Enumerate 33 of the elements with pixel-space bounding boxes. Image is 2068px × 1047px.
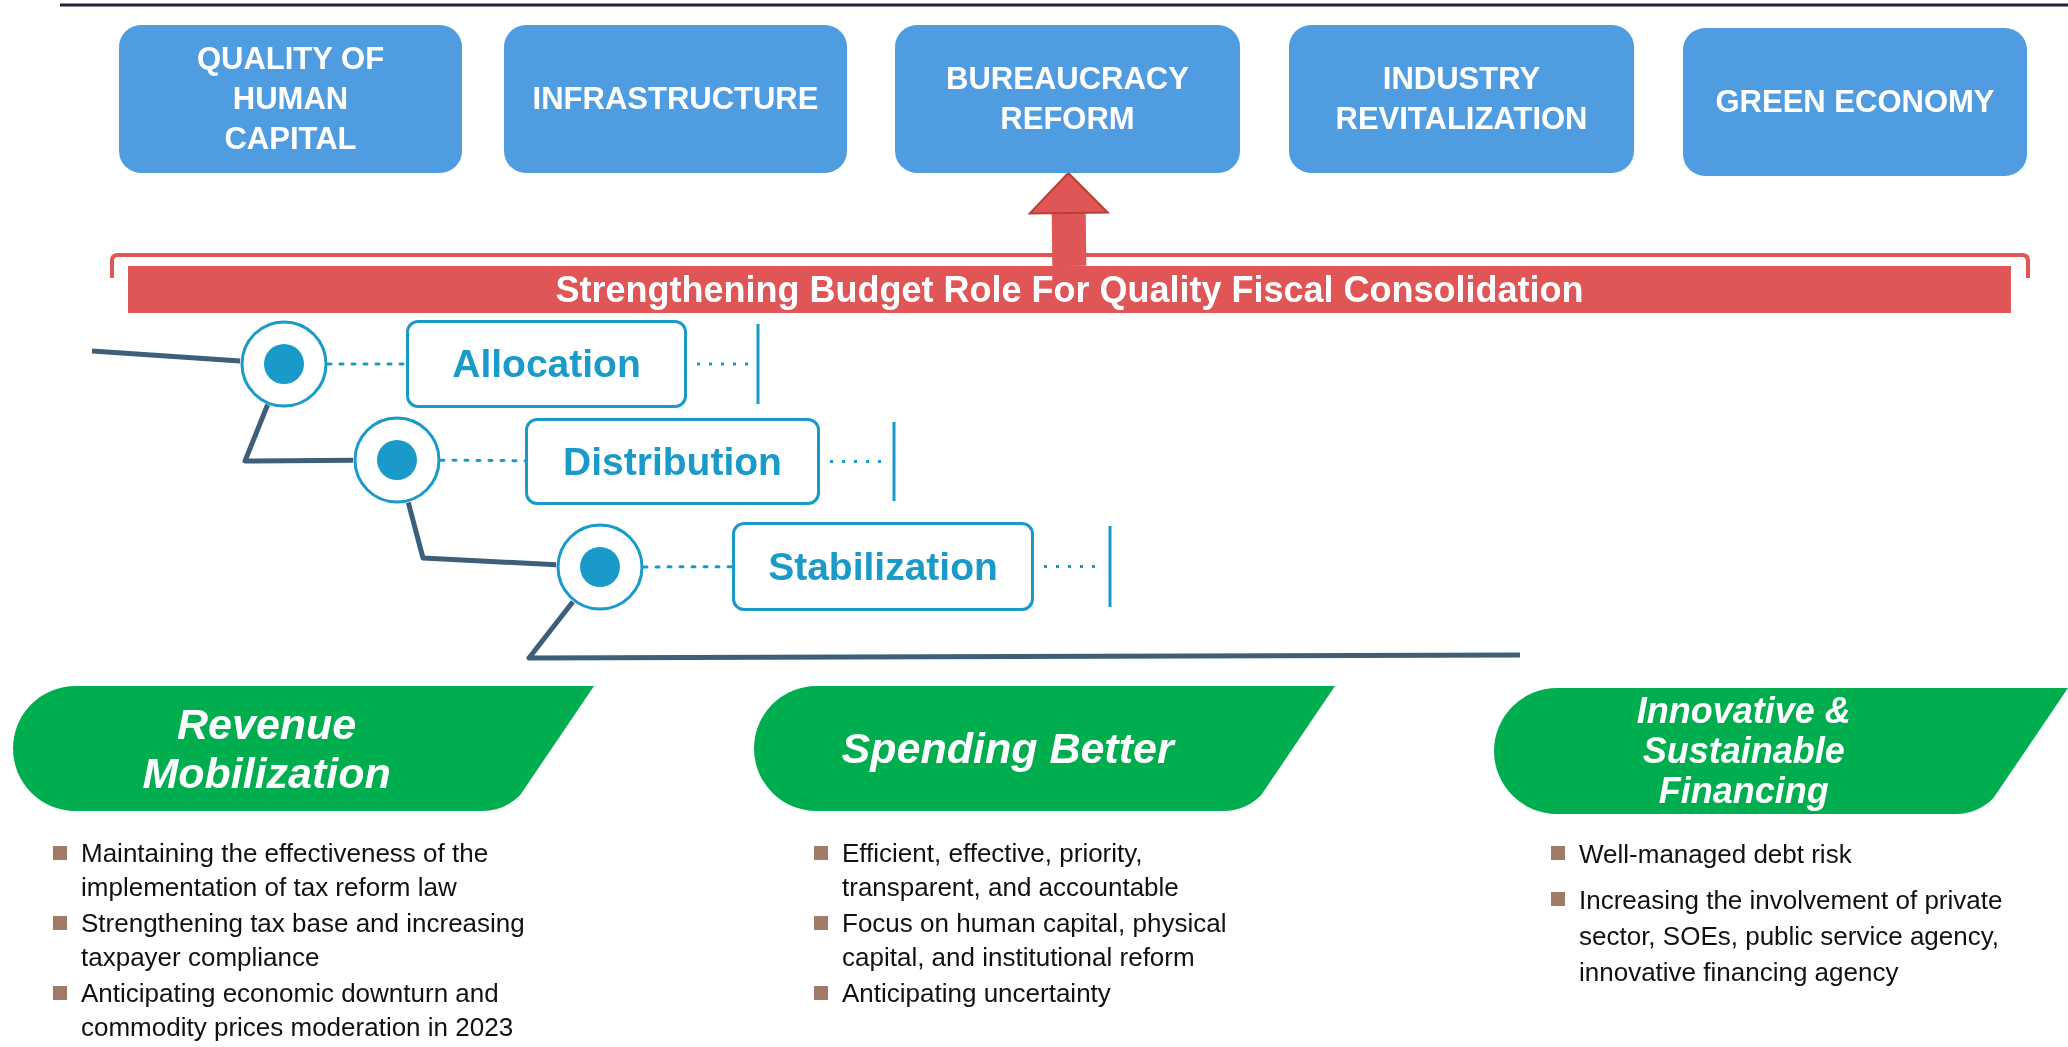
bullet-text: Strengthening tax base and increasing taxpayer compliance — [81, 907, 526, 974]
bullet-text: Anticipating uncertainty — [842, 977, 1112, 1010]
circle-marker — [240, 320, 328, 408]
pillar-heading: Revenue Mobilization — [141, 700, 392, 797]
priority-box: BUREAUCRACY REFORM — [895, 25, 1240, 173]
pillar-heading: Innovative & Sustainable Financing — [1635, 690, 1852, 812]
pillar-tab — [13, 686, 594, 811]
pillar-heading: Spending Better — [841, 724, 1174, 773]
function-box: Stabilization — [732, 522, 1034, 611]
priority-box: INDUSTRY REVITALIZATION — [1289, 25, 1634, 173]
bullet-text: Well-managed debt risk — [1579, 838, 1853, 871]
dotted-connector — [642, 565, 734, 569]
bullet-text: Anticipating economic downturn and commodity prices moderation in 2023 — [81, 977, 515, 1044]
bullet-text: Maintaining the effectiveness of the implementation of tax reform law — [81, 837, 490, 904]
pillar-tab — [1494, 688, 2068, 814]
block-arrow — [1028, 172, 1109, 267]
priority-box: INFRASTRUCTURE — [504, 25, 847, 173]
connector-line — [242, 403, 353, 464]
connector-line — [526, 600, 1520, 661]
connector-line — [405, 501, 557, 568]
priority-box: GREEN ECONOMY — [1683, 28, 2027, 176]
function-box: Distribution — [525, 418, 820, 505]
title-banner: Strengthening Budget Role For Quality Fiscal Consolidation — [128, 266, 2011, 313]
function-box: Allocation — [406, 320, 687, 408]
circle-marker — [353, 416, 441, 504]
connector-line — [91, 348, 241, 364]
dotted-connector — [439, 458, 527, 463]
bullet-text: Focus on human capital, physical capital, and institutional reform — [842, 907, 1228, 974]
pillar-tab — [754, 686, 1335, 811]
bullet-text: Increasing the involvement of private sector, SOEs, public service agency, innovative financing agency — [1579, 884, 2004, 989]
priority-box: QUALITY OF HUMAN CAPITAL — [119, 25, 462, 173]
circle-marker — [556, 523, 644, 611]
bullet-text: Efficient, effective, priority, transparent, and accountable — [842, 837, 1180, 904]
